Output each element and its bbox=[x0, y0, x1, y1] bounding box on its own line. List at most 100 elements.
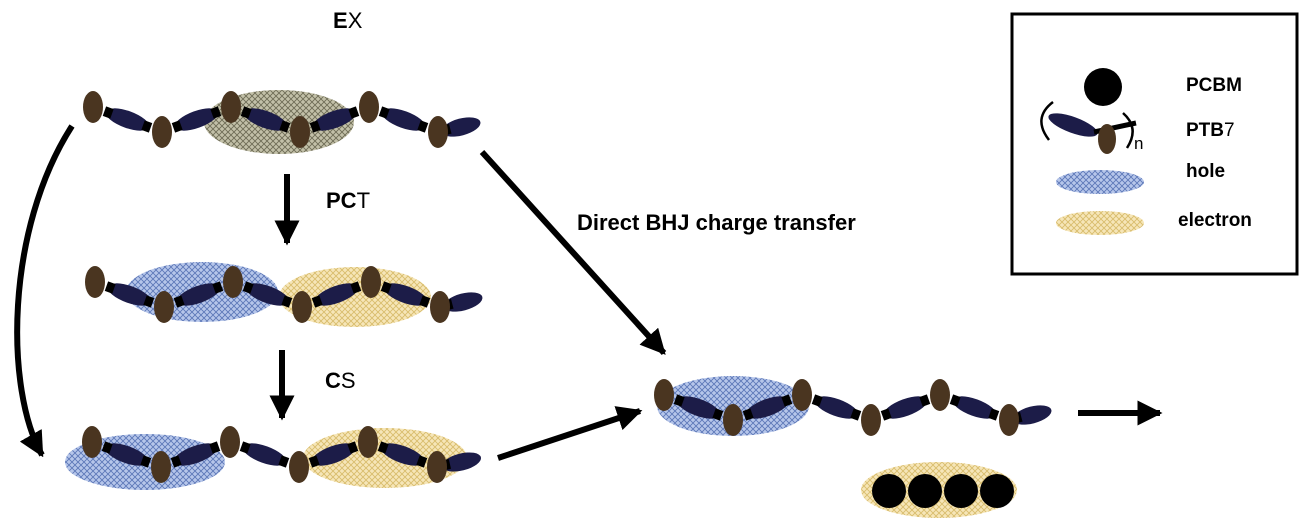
linker-bond bbox=[811, 394, 823, 407]
linker-bond bbox=[417, 120, 429, 133]
thiophene-unit bbox=[292, 291, 312, 323]
bdt-unit bbox=[381, 108, 426, 131]
linker-bond bbox=[209, 441, 221, 454]
label-cs: CS bbox=[325, 368, 356, 393]
linker-bond bbox=[988, 408, 1000, 421]
linker-bond bbox=[673, 394, 685, 407]
linker-bond bbox=[210, 106, 222, 119]
linker-bond bbox=[712, 408, 724, 421]
linker-bond bbox=[347, 441, 359, 454]
bdt-unit bbox=[245, 283, 290, 306]
thiophene-unit bbox=[154, 291, 174, 323]
bdt-unit bbox=[441, 117, 481, 137]
bdt-unit bbox=[380, 443, 425, 466]
linker-bond bbox=[143, 295, 155, 308]
thiophene-unit bbox=[82, 426, 102, 458]
linker-bond bbox=[880, 408, 892, 421]
linker-bond bbox=[949, 394, 961, 407]
linker-bond bbox=[239, 441, 251, 454]
legend-electron-label: electron bbox=[1178, 210, 1252, 231]
bdt-unit bbox=[314, 283, 359, 306]
bdt-unit bbox=[745, 396, 790, 419]
linker-bond bbox=[308, 455, 320, 468]
linker-bond bbox=[419, 295, 431, 308]
bdt-unit bbox=[441, 452, 482, 472]
pcbm-ball bbox=[944, 474, 978, 508]
legend-box bbox=[1010, 12, 1299, 276]
bdt-unit bbox=[105, 108, 150, 131]
linker-bond bbox=[350, 281, 362, 294]
pcbm-ball bbox=[872, 474, 906, 508]
label-pct: PCT bbox=[326, 188, 370, 213]
bdt-unit bbox=[383, 283, 428, 306]
bdt-unit bbox=[311, 443, 356, 466]
bdt-unit bbox=[814, 396, 859, 419]
linker-bond bbox=[380, 281, 392, 294]
linker-bond bbox=[171, 120, 183, 133]
thiophene-unit bbox=[358, 426, 378, 458]
polymer-chain-bhj bbox=[654, 379, 1052, 436]
bdt-unit bbox=[174, 108, 219, 131]
thiophene-unit bbox=[221, 91, 241, 123]
thiophene-unit bbox=[290, 116, 310, 148]
bdt-unit bbox=[104, 443, 149, 466]
bdt-unit bbox=[676, 396, 721, 419]
pcbm-cluster bbox=[872, 474, 1014, 508]
polymer-chain-pct bbox=[85, 266, 483, 323]
hole-legend-swatch bbox=[1056, 170, 1144, 194]
linker-bond bbox=[378, 106, 390, 119]
thiophene-unit bbox=[83, 91, 103, 123]
linker-bond bbox=[781, 394, 793, 407]
legend-hole-label: hole bbox=[1186, 161, 1225, 182]
thiophene-unit bbox=[430, 291, 450, 323]
linker-bond bbox=[279, 120, 291, 133]
linker-bond bbox=[104, 281, 116, 294]
linker-bond bbox=[101, 441, 113, 454]
bdt-unit bbox=[243, 108, 288, 131]
thiophene-unit bbox=[151, 451, 171, 483]
legend: PCBM PTB7 n hole electron bbox=[1010, 12, 1299, 276]
linker-bond bbox=[311, 295, 323, 308]
arrow-ex-to-cs-curve bbox=[14, 124, 75, 458]
bdt-unit bbox=[952, 396, 997, 419]
thiophene-unit bbox=[654, 379, 674, 411]
linker-bond bbox=[102, 106, 114, 119]
thiophene-unit bbox=[930, 379, 950, 411]
electron-legend-swatch bbox=[1056, 211, 1144, 235]
linker-bond bbox=[416, 455, 428, 468]
bdt-unit bbox=[176, 283, 221, 306]
label-ex: EX bbox=[333, 8, 363, 33]
thiophene-unit bbox=[152, 116, 172, 148]
arrows bbox=[14, 124, 1163, 461]
bdt-unit bbox=[173, 443, 218, 466]
linker-bond bbox=[141, 120, 153, 133]
thiophene-unit bbox=[289, 451, 309, 483]
thiophene-unit bbox=[85, 266, 105, 298]
linker-bond bbox=[850, 408, 862, 421]
linker-bond bbox=[281, 295, 293, 308]
thiophene-unit bbox=[999, 404, 1019, 436]
ptb7-legend-icon bbox=[1040, 101, 1137, 154]
bdt-unit bbox=[883, 396, 928, 419]
pcbm-legend-icon bbox=[1084, 68, 1122, 106]
linker-bond bbox=[377, 441, 389, 454]
linker-bond bbox=[309, 120, 321, 133]
linker-bond bbox=[170, 455, 182, 468]
bdt-unit bbox=[242, 443, 287, 466]
label-direct-bhj: Direct BHJ charge transfer bbox=[577, 210, 856, 235]
linker-bond bbox=[919, 394, 931, 407]
linker-bond bbox=[240, 106, 252, 119]
polymer-chain-cs bbox=[82, 426, 482, 483]
bdt-unit bbox=[1012, 405, 1052, 425]
thiophene-unit bbox=[223, 266, 243, 298]
thiophene-unit bbox=[361, 266, 381, 298]
polymer-chain-ex bbox=[83, 91, 481, 148]
linker-bond bbox=[173, 295, 185, 308]
linker-bond bbox=[212, 281, 224, 294]
pcbm-ball bbox=[980, 474, 1014, 508]
thiophene-unit bbox=[359, 91, 379, 123]
bdt-unit bbox=[107, 283, 152, 306]
thiophene-unit bbox=[861, 404, 881, 436]
